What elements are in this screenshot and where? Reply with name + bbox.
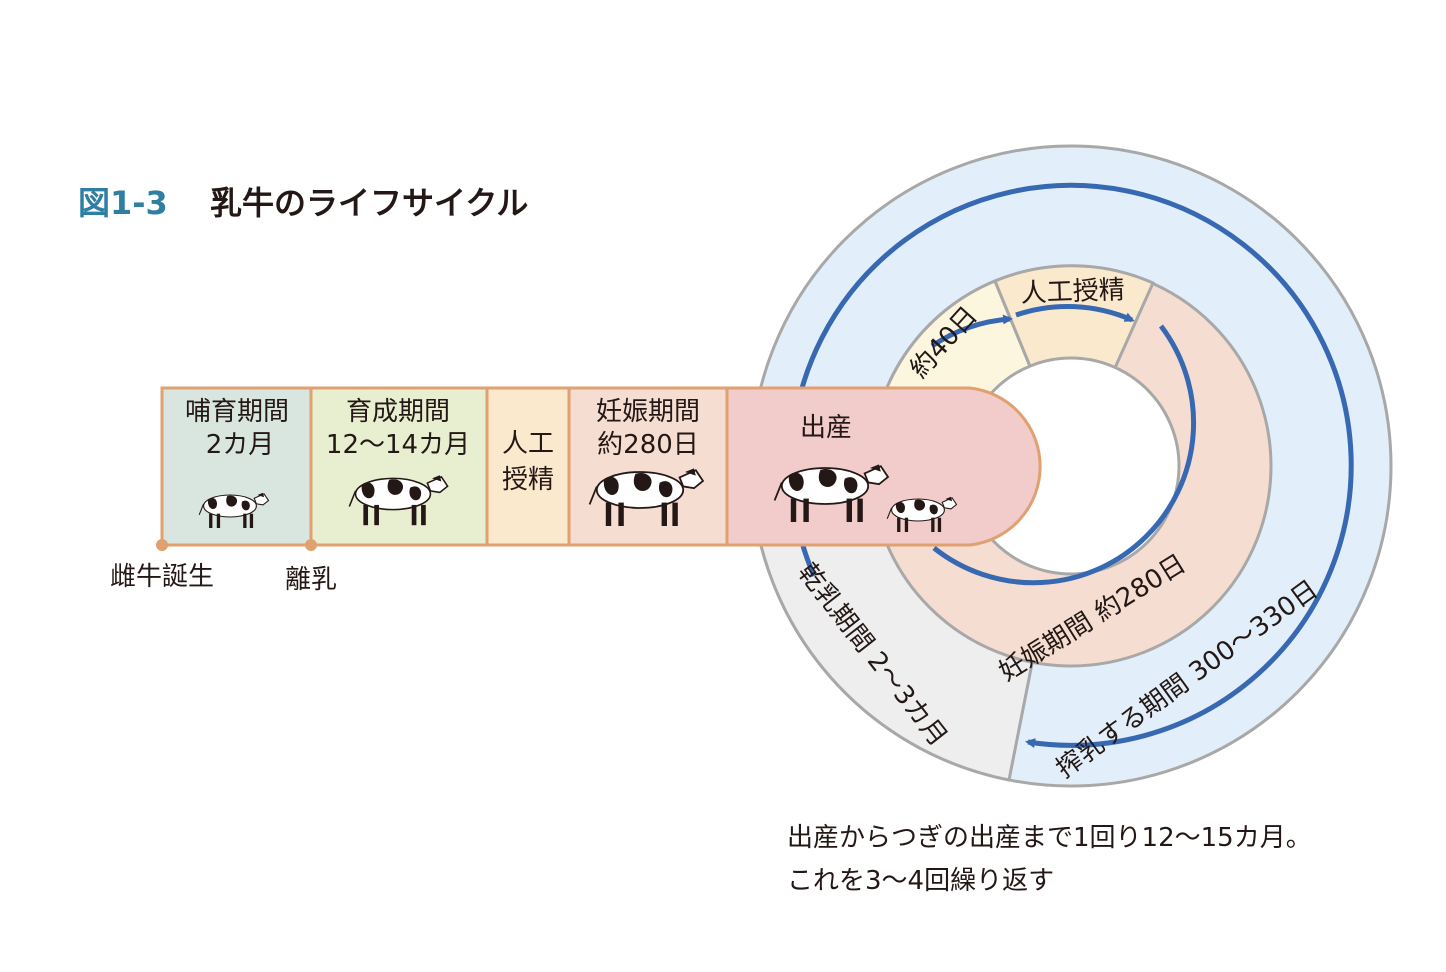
- inner-arrow-gestation: [932, 324, 1197, 586]
- birth-label: 雌牛誕生: [110, 562, 214, 592]
- weaning-point: [305, 539, 317, 551]
- stage-insemination-label-2: 授精: [502, 465, 554, 495]
- stage-insemination-box: [485, 386, 571, 547]
- birth-point: [156, 539, 168, 551]
- figure-number: 図1-3: [78, 184, 168, 222]
- stage-nursing-label: 哺育期間: [185, 397, 289, 427]
- stage-insemination-label-1: 人工: [502, 429, 554, 459]
- stage-rearing-box: [309, 386, 489, 547]
- caption-line-2: これを3～4回繰り返す: [787, 866, 1054, 896]
- caption-line-1: 出産からつぎの出産まで1回り12～15カ月。: [787, 823, 1312, 853]
- outer-cycle-arrow: [788, 182, 1354, 749]
- stage-gestation-duration: 約280日: [597, 430, 699, 460]
- stage-calving-box: [725, 386, 1042, 547]
- stage-rearing-duration: 12～14カ月: [326, 430, 470, 460]
- stage-rearing-label: 育成期間: [346, 397, 450, 427]
- inner-insemination-label: 人工授精: [1020, 275, 1125, 309]
- stage-nursing-duration: 2カ月: [206, 430, 275, 460]
- stage-calving-label: 出産: [800, 413, 852, 443]
- figure-title: 乳牛のライフサイクル: [210, 184, 528, 222]
- stage-gestation-box: [567, 386, 729, 547]
- stage-gestation-label: 妊娠期間: [596, 397, 700, 427]
- inner-arrow-insemination: [1015, 303, 1135, 323]
- inner-arrow-40days: [930, 314, 1013, 349]
- weaning-label: 離乳: [285, 565, 337, 595]
